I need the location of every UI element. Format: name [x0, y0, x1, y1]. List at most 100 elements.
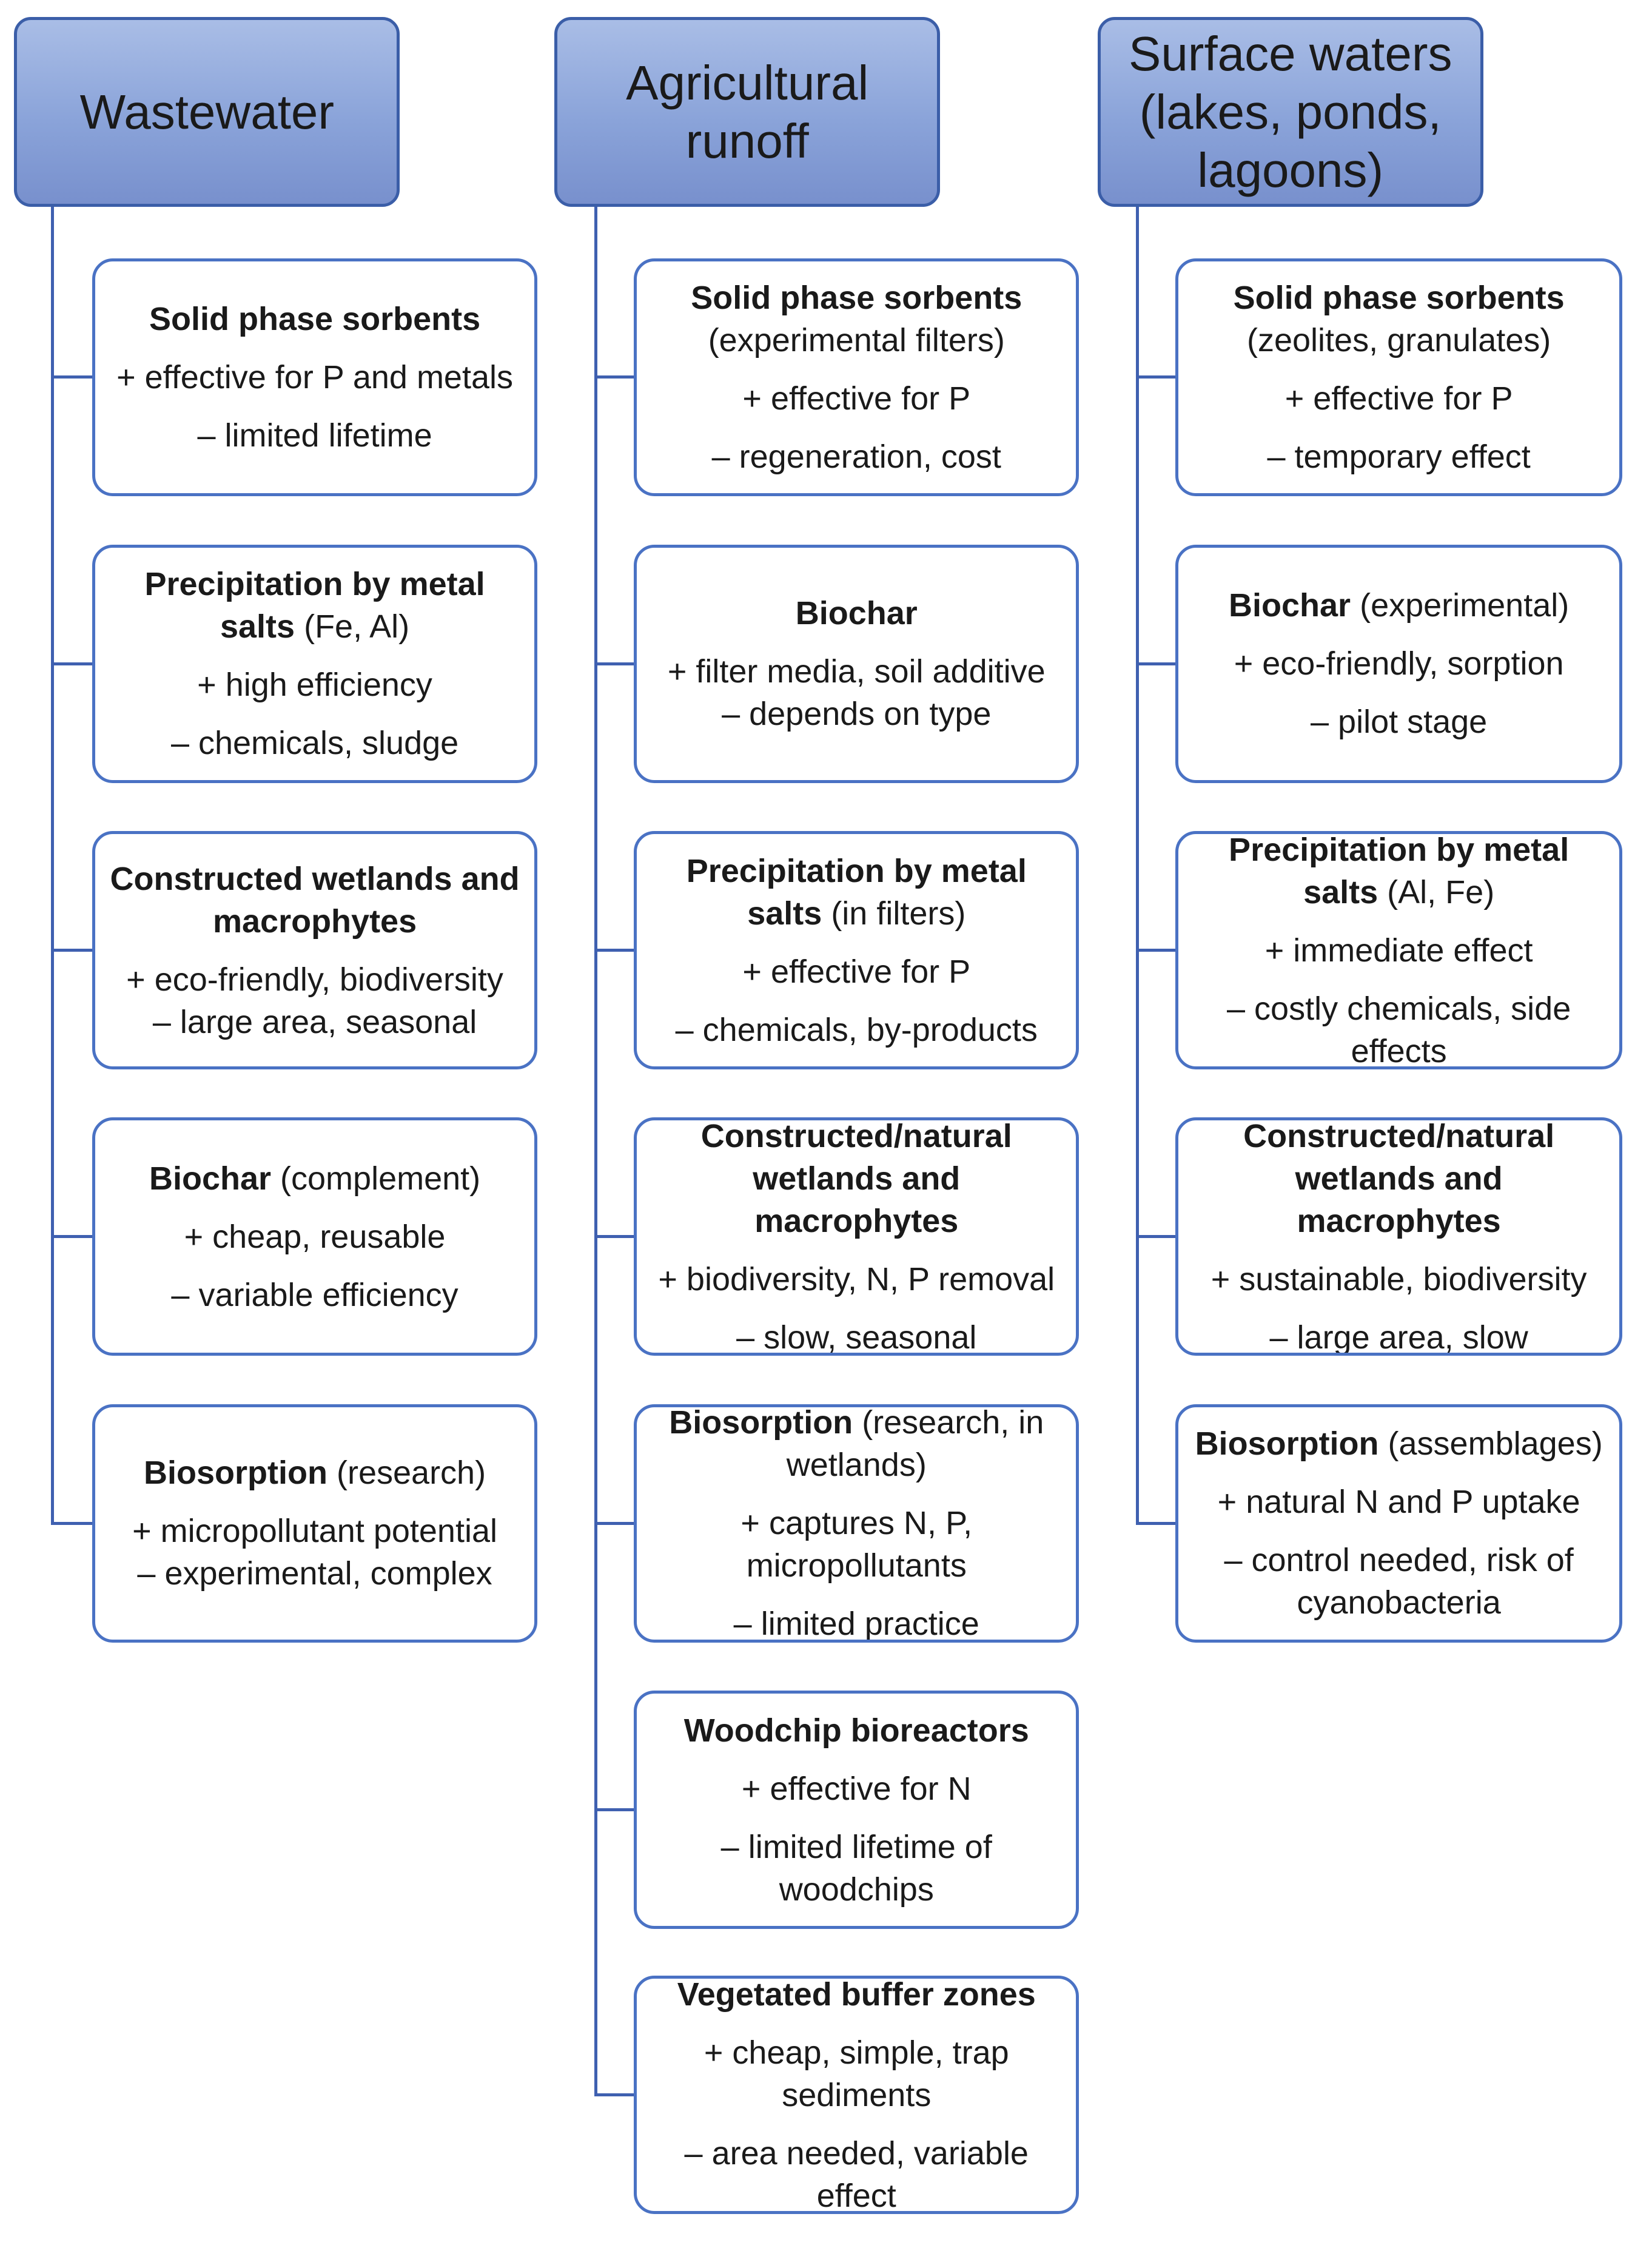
method-title: Biochar [796, 592, 918, 634]
method-title: Biosorption (assemblages) [1195, 1422, 1603, 1465]
wastewater-connector-branch [52, 662, 92, 665]
wastewater-connector-branch [52, 1235, 92, 1239]
surface-waters-method-card: Biochar (experimental) + eco-friendly, so… [1175, 544, 1622, 783]
method-name: Biochar [795, 595, 918, 632]
method-name: Biosorption [1195, 1425, 1379, 1462]
wastewater-connector-branch [52, 949, 92, 952]
surface-waters-connector-branch [1137, 949, 1176, 952]
method-qualifier: (assemblages) [1388, 1425, 1603, 1462]
method-pros-cons: + immediate effect [1264, 932, 1533, 969]
surface-waters-header: Surface waters (lakes, ponds, lagoons) [1097, 17, 1483, 207]
method-title: Precipitation by metal salts (Al, Fe) [1192, 831, 1606, 913]
method-pros-cons: – limited practice [733, 1606, 979, 1643]
method-name: Vegetated buffer zones [677, 1976, 1036, 2013]
method-name: Precipitation by metal salts [1229, 831, 1570, 910]
method-qualifier: (research, in wetlands) [786, 1404, 1044, 1484]
method-title: Constructed wetlands and macrophytes [109, 858, 521, 943]
surface-waters-connector-spine [1135, 207, 1139, 1525]
method-pros-cons: – variable efficiency [171, 1276, 458, 1313]
method-pros-cons: – limited lifetime of woodchips [720, 1828, 992, 1908]
method-qualifier: (complement) [280, 1160, 481, 1197]
agricultural-runoff-connector-branch [596, 949, 634, 952]
wastewater-connector-branch [52, 1521, 92, 1525]
method-title: Woodchip bioreactors [684, 1709, 1029, 1752]
agricultural-runoff-method-card: Biochar+ filter media, soil additive– de… [634, 544, 1080, 783]
agricultural-runoff-connector-branch [596, 662, 634, 665]
agricultural-runoff-method-card: Woodchip bioreactors + effective for N – l… [634, 1691, 1080, 1929]
method-name: Woodchip bioreactors [683, 1712, 1029, 1749]
agricultural-runoff-connector-branch [596, 375, 634, 379]
method-title: Precipitation by metal salts (in filters… [650, 850, 1063, 935]
method-qualifier: (experimental filters) [708, 321, 1005, 358]
method-pros-cons: + effective for P [742, 953, 971, 990]
method-name: Biosorption [669, 1404, 853, 1441]
method-pros-cons: + effective for P [1284, 380, 1513, 417]
wastewater-method-card: Biochar (complement) + cheap, reusable – v… [92, 1117, 538, 1356]
agricultural-runoff-connector-branch [596, 1808, 634, 1812]
method-title: Solid phase sorbents [149, 298, 480, 340]
surface-waters-connector-branch [1137, 662, 1176, 665]
wastewater-header: Wastewater [14, 17, 400, 207]
surface-waters-method-card: Biosorption (assemblages) + natural N and… [1175, 1404, 1622, 1643]
wastewater-connector-spine [51, 207, 54, 1525]
method-title: Constructed/natural wetlands and macroph… [1192, 1117, 1606, 1242]
method-name: Solid phase sorbents [149, 300, 481, 337]
method-name: Constructed wetlands and macrophytes [110, 860, 520, 940]
method-qualifier: (zeolites, granulates) [1247, 321, 1551, 358]
method-qualifier: (Fe, Al) [304, 608, 410, 645]
method-pros-cons: – area needed, variable effect [684, 2135, 1029, 2214]
method-qualifier: (experimental) [1360, 587, 1570, 624]
method-name: Constructed/natural wetlands and macroph… [1243, 1117, 1555, 1239]
method-pros-cons: – limited lifetime [197, 417, 432, 454]
method-qualifier: (research) [337, 1455, 486, 1492]
method-pros-cons: + sustainable, biodiversity [1210, 1260, 1587, 1297]
method-qualifier: (Al, Fe) [1387, 873, 1495, 910]
method-title: Solid phase sorbents (zeolites, granulat… [1192, 277, 1606, 362]
wastewater-method-card: Precipitation by metal salts (Fe, Al) + h… [92, 544, 538, 783]
method-name: Precipitation by metal salts [686, 852, 1027, 932]
method-pros-cons: – chemicals, by-products [675, 1011, 1038, 1048]
method-pros-cons: – temporary effect [1267, 438, 1531, 475]
method-name: Biosorption [144, 1455, 327, 1492]
method-pros-cons: + cheap, reusable [184, 1218, 446, 1255]
wastewater-method-card: Solid phase sorbents+ effective for P an… [92, 258, 538, 497]
surface-waters-method-card: Precipitation by metal salts (Al, Fe) + i… [1175, 831, 1622, 1069]
method-name: Solid phase sorbents [691, 279, 1022, 316]
method-name: Precipitation by metal salts [144, 566, 485, 645]
method-pros-cons: + eco-friendly, sorption [1234, 645, 1564, 682]
method-title: Biosorption (research) [144, 1452, 486, 1494]
method-pros-cons: – slow, seasonal [736, 1319, 977, 1356]
method-title: Constructed/natural wetlands and macroph… [650, 1117, 1063, 1242]
method-qualifier: (in filters) [831, 895, 966, 932]
wastewater-method-card: Constructed wetlands and macrophytes+ ec… [92, 831, 538, 1069]
method-name: Biochar [1229, 587, 1351, 624]
method-pros-cons: + captures N, P, micropollutants [740, 1505, 973, 1584]
wastewater-method-card: Biosorption (research) + micropollutant p… [92, 1404, 538, 1643]
method-name: Biochar [149, 1160, 272, 1197]
method-pros-cons: + biodiversity, N, P removal [658, 1260, 1055, 1297]
surface-waters-connector-branch [1137, 1521, 1176, 1525]
agricultural-runoff-connector-branch [596, 1521, 634, 1525]
method-pros-cons: + cheap, simple, trap sediments [703, 2034, 1009, 2113]
method-pros-cons: – costly chemicals, side effects [1227, 990, 1571, 1069]
method-pros-cons: + effective for P [742, 380, 971, 417]
method-pros-cons: + effective for N [741, 1770, 972, 1807]
method-title: Vegetated buffer zones [677, 1976, 1036, 2015]
method-title: Biosorption (research, in wetlands) [650, 1404, 1063, 1486]
method-pros-cons: + natural N and P uptake [1217, 1484, 1580, 1521]
method-pros-cons: – large area, slow [1269, 1319, 1528, 1356]
surface-waters-connector-branch [1137, 1235, 1176, 1239]
method-title: Biochar (complement) [149, 1157, 480, 1200]
method-pros-cons: + micropollutant potential– experimental… [132, 1513, 497, 1592]
method-pros-cons: – chemicals, sludge [170, 725, 459, 762]
method-pros-cons: – pilot stage [1311, 704, 1488, 741]
agricultural-runoff-method-card: Vegetated buffer zones + cheap, simple, t… [634, 1976, 1080, 2214]
method-pros-cons: + high efficiency [197, 667, 432, 704]
method-title: Biochar (experimental) [1229, 584, 1569, 627]
method-pros-cons: – control needed, risk of cyanobacteria [1224, 1542, 1574, 1621]
method-name: Constructed/natural wetlands and macroph… [700, 1117, 1012, 1239]
surface-waters-method-card: Constructed/natural wetlands and macroph… [1175, 1117, 1622, 1356]
agricultural-runoff-method-card: Precipitation by metal salts (in filters… [634, 831, 1080, 1069]
method-title: Precipitation by metal salts (Fe, Al) [109, 563, 521, 648]
